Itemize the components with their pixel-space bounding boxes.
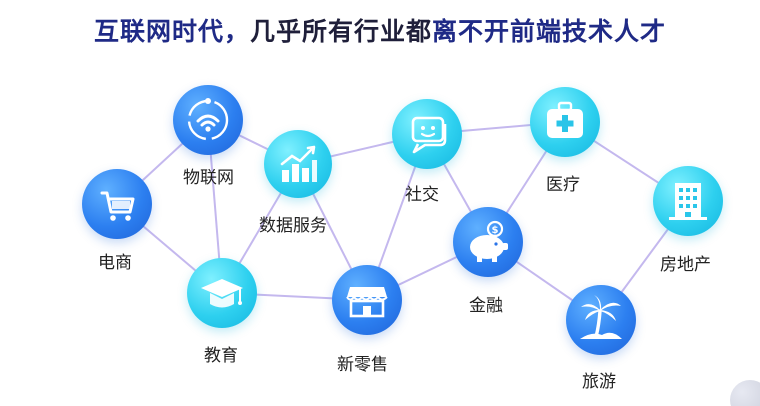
node-education bbox=[187, 258, 257, 328]
building-icon bbox=[669, 183, 707, 220]
medical-kit-icon bbox=[547, 101, 583, 138]
title-part-2: 几乎所有行业都 bbox=[249, 17, 432, 46]
label-ecommerce: 电商 bbox=[98, 253, 132, 273]
shopping-cart-icon bbox=[100, 191, 135, 221]
node-new-retail bbox=[332, 265, 402, 335]
node-medical bbox=[530, 87, 600, 157]
wifi-network-icon bbox=[187, 98, 229, 141]
chat-bubble-icon bbox=[411, 116, 447, 154]
label-finance: 金融 bbox=[469, 296, 503, 316]
node-data-service bbox=[264, 130, 332, 198]
node-iot bbox=[173, 85, 243, 155]
label-new-retail: 新零售 bbox=[337, 355, 388, 375]
label-social: 社交 bbox=[405, 185, 439, 205]
svg-text:$: $ bbox=[492, 225, 499, 236]
piggy-bank-icon: $ bbox=[470, 220, 508, 262]
label-data-service: 数据服务 bbox=[259, 216, 327, 236]
palm-tree-icon bbox=[580, 295, 622, 339]
title-part-3: 离不开前端技术人才 bbox=[432, 17, 667, 46]
node-real-estate bbox=[653, 166, 723, 236]
node-ecommerce bbox=[82, 169, 152, 239]
node-finance: $ bbox=[453, 207, 523, 277]
bar-chart-icon bbox=[280, 145, 317, 182]
page-title: 互联网时代，几乎所有行业都离不开前端技术人才 bbox=[0, 12, 760, 48]
title-part-1: 互联网时代， bbox=[93, 17, 250, 46]
graduation-cap-icon bbox=[201, 279, 243, 308]
label-iot: 物联网 bbox=[183, 168, 234, 188]
label-real-estate: 房地产 bbox=[660, 255, 711, 275]
label-medical: 医疗 bbox=[546, 175, 580, 195]
label-education: 教育 bbox=[204, 346, 238, 366]
node-social bbox=[392, 99, 462, 169]
node-travel bbox=[566, 285, 636, 355]
label-travel: 旅游 bbox=[582, 372, 616, 392]
storefront-icon bbox=[346, 287, 388, 318]
